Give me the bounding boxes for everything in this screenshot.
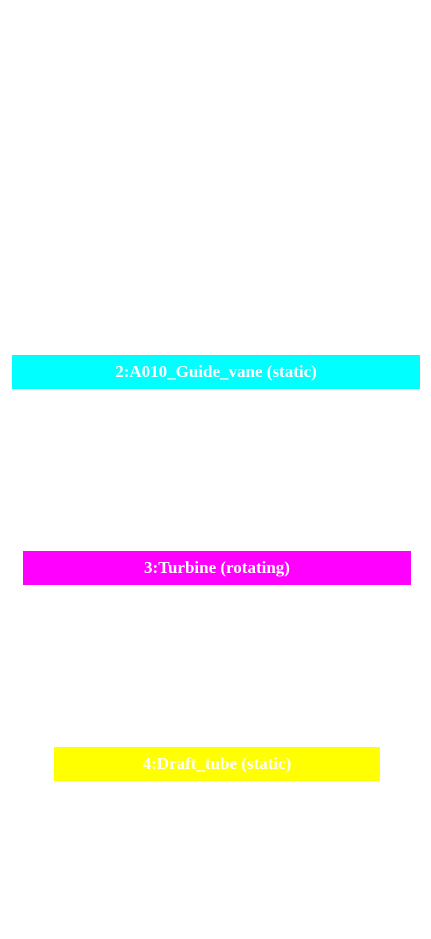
guide-vane-label-text: 2:A010_Guide_vane (static): [115, 362, 317, 381]
guide-vane-label: 2:A010_Guide_vane (static): [12, 355, 420, 389]
turbine-label-text: 3:Turbine (rotating): [144, 558, 290, 577]
draft-tube-label-text: 4:Draft_tube (static): [142, 754, 292, 773]
draft-tube-label: 4:Draft_tube (static): [54, 747, 380, 781]
turbine-label: 3:Turbine (rotating): [23, 551, 411, 585]
